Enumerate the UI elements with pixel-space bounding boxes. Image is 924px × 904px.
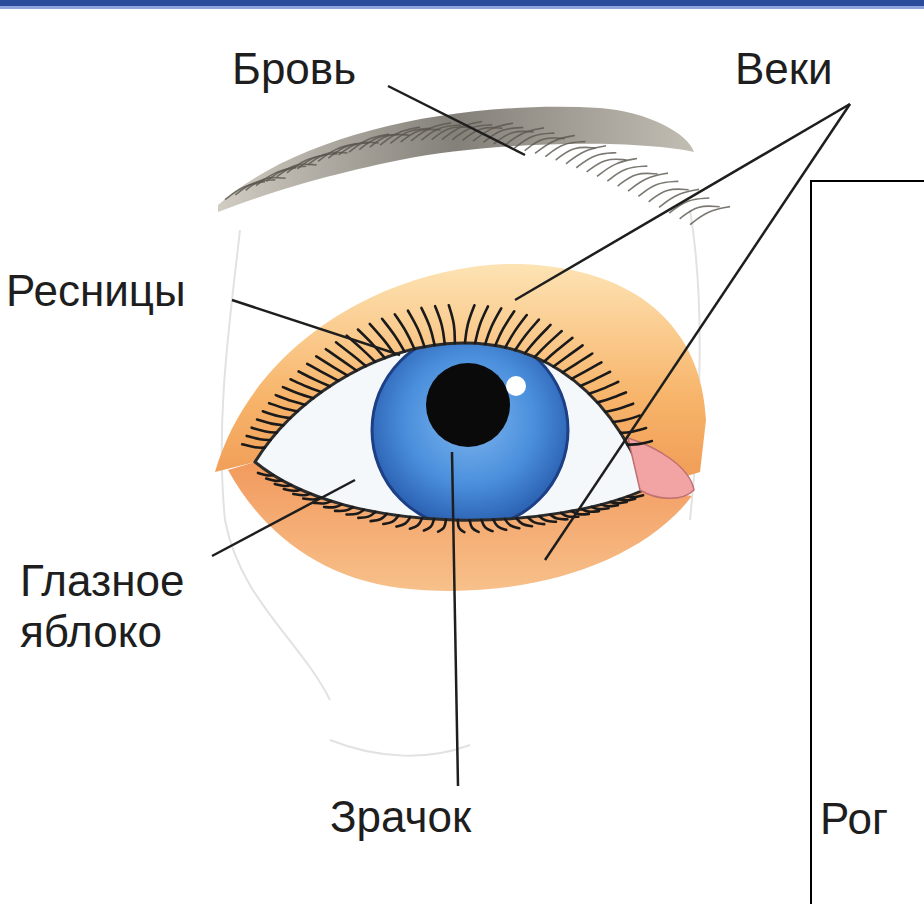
eyelash: [257, 419, 283, 425]
eyebrow-hair: [328, 143, 368, 158]
eyelash: [335, 507, 353, 511]
leader-line: [452, 452, 458, 786]
eyelash: [482, 520, 493, 531]
eyelash: [605, 404, 633, 412]
part-label: Веки: [735, 44, 915, 95]
leader-line: [212, 480, 355, 556]
top-frame: [0, 0, 924, 6]
eyelash: [410, 518, 422, 529]
eyebrow-hairs: [225, 122, 730, 225]
eyelash: [465, 305, 474, 343]
pupil: [426, 363, 510, 447]
eyelash: [611, 502, 627, 504]
eyelash: [628, 441, 652, 445]
leader-line: [388, 86, 525, 155]
eyelash: [589, 382, 618, 394]
iris: [372, 332, 568, 528]
eyelash: [613, 416, 640, 422]
eyelash: [470, 520, 479, 532]
eyebrow-hair: [504, 128, 544, 146]
eyebrow-hair: [287, 155, 327, 173]
eyelash: [580, 372, 610, 386]
eyelash: [347, 510, 364, 515]
leader-line: [232, 300, 400, 355]
pupil-highlight: [506, 376, 526, 396]
eyelash: [371, 514, 387, 521]
eyelash: [619, 499, 635, 501]
eyelash: [326, 349, 357, 370]
eyelash: [266, 479, 282, 481]
eyelash: [424, 519, 434, 530]
eyelash: [628, 495, 643, 497]
eyelash: [276, 395, 306, 405]
eyelash: [395, 314, 415, 349]
eyebrow: [218, 107, 694, 212]
eyelash: [505, 315, 526, 348]
panel-label: Рог: [820, 794, 888, 845]
eyelash: [358, 512, 375, 518]
eyelash: [258, 473, 273, 476]
eyelash: [293, 494, 310, 496]
eyelash: [493, 520, 506, 530]
text-panel: Рог: [810, 180, 924, 904]
eyelash: [252, 428, 277, 433]
eyelash: [247, 436, 271, 440]
eyebrow-hair: [266, 166, 306, 181]
eyelash: [324, 504, 342, 507]
eyelash: [269, 403, 298, 411]
eyelash: [601, 504, 618, 506]
eyebrow-hair: [514, 133, 554, 148]
eyelash: [544, 338, 572, 362]
eyelash: [572, 362, 602, 378]
eyelash: [383, 516, 398, 524]
eyelash: [535, 331, 562, 357]
part-label: Глазное яблоко: [20, 556, 260, 657]
leader-line: [515, 104, 850, 300]
eyelash: [525, 325, 551, 353]
eyelash: [242, 444, 264, 447]
eyelash: [421, 308, 434, 345]
eyelashes: [242, 305, 652, 532]
eyebrow-hair: [483, 127, 523, 142]
eyelash: [283, 387, 313, 398]
eyelash: [316, 356, 347, 375]
leader-lines: [212, 86, 850, 786]
eyelash: [408, 311, 425, 347]
eyelash: [435, 306, 445, 344]
leader-line: [545, 104, 850, 560]
eyelash: [495, 311, 514, 345]
part-label: Бровь: [232, 44, 432, 95]
eyelash: [597, 392, 626, 402]
tear-caruncle: [628, 438, 694, 498]
part-label: Зрачок: [330, 792, 550, 843]
eyelash: [275, 484, 291, 486]
eyelash: [284, 489, 301, 491]
eyelash: [515, 320, 539, 350]
eyelash: [396, 517, 410, 527]
eyelash: [458, 520, 465, 532]
eyelash: [438, 520, 446, 532]
eyelash: [449, 305, 455, 343]
eyebrow-hair: [235, 180, 275, 195]
top-frame: [0, 6, 924, 9]
eyelash: [336, 342, 366, 366]
eyelash: [263, 411, 291, 418]
eyebrow-hair: [370, 134, 410, 147]
part-label: Ресницы: [6, 266, 236, 317]
eyebrow-hair: [690, 207, 730, 225]
